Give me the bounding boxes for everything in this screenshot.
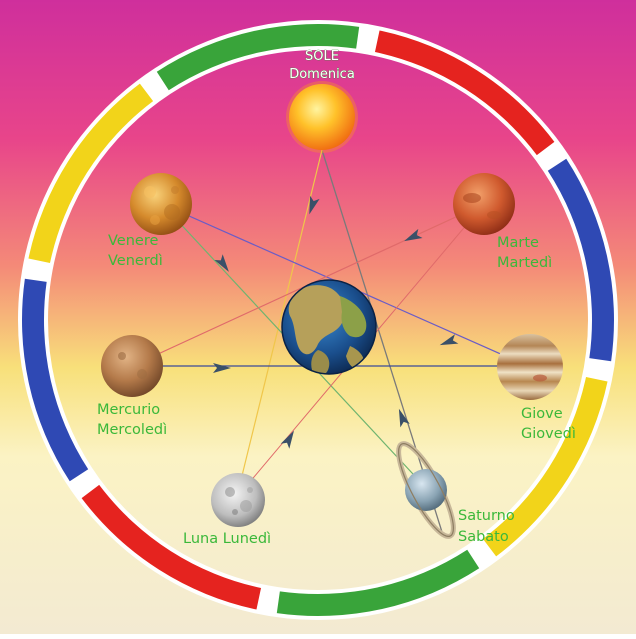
label-mars-name: Marte: [497, 235, 539, 251]
ring-segment: [276, 549, 480, 616]
label-sun-name: SOLE: [305, 49, 339, 64]
mars-icon: [453, 173, 515, 235]
moon-icon: [211, 473, 265, 527]
ring-segment: [21, 278, 89, 482]
ring-segment: [547, 158, 614, 362]
arrow-icon: [404, 228, 423, 242]
ring-segment: [482, 376, 608, 557]
arrow-icon: [214, 254, 229, 272]
arrow-icon: [213, 363, 231, 373]
planet-labels: SOLE Domenica Marte Martedì Giove Gioved…: [97, 49, 576, 547]
color-ring: [18, 20, 618, 620]
line-sun-moon: [237, 149, 323, 493]
ring-segment: [374, 30, 555, 156]
label-jupiter-day: Giovedì: [521, 426, 576, 442]
arrow-icon: [309, 195, 320, 215]
label-mars-day: Martedì: [497, 255, 552, 271]
ring-segment: [156, 24, 360, 91]
jupiter-icon: [497, 334, 563, 400]
label-venus-day: Venerdì: [108, 253, 163, 269]
direction-arrows: [213, 195, 459, 449]
earth-icon: [281, 279, 377, 375]
ring-segment: [28, 83, 154, 264]
mercury-icon: [101, 335, 163, 397]
label-jupiter-name: Giove: [521, 406, 563, 422]
arrow-icon: [398, 408, 410, 428]
venus-icon: [130, 173, 192, 235]
label-moon: Luna Lunedì: [183, 531, 271, 547]
label-venus-name: Venere: [108, 233, 158, 249]
arrow-icon: [439, 334, 459, 346]
ring-segment: [81, 484, 262, 610]
sun-icon: [286, 81, 358, 153]
label-sun-day: Domenica: [289, 67, 355, 82]
arrow-icon: [280, 430, 294, 449]
label-mercury-name: Mercurio: [97, 402, 160, 418]
saturn-icon: [396, 441, 456, 539]
label-saturn-day: Sabato: [458, 529, 509, 545]
line-sun-saturn: [321, 149, 443, 533]
label-saturn-name: Saturno: [458, 508, 515, 524]
label-mercury-day: Mercoledì: [97, 422, 167, 438]
